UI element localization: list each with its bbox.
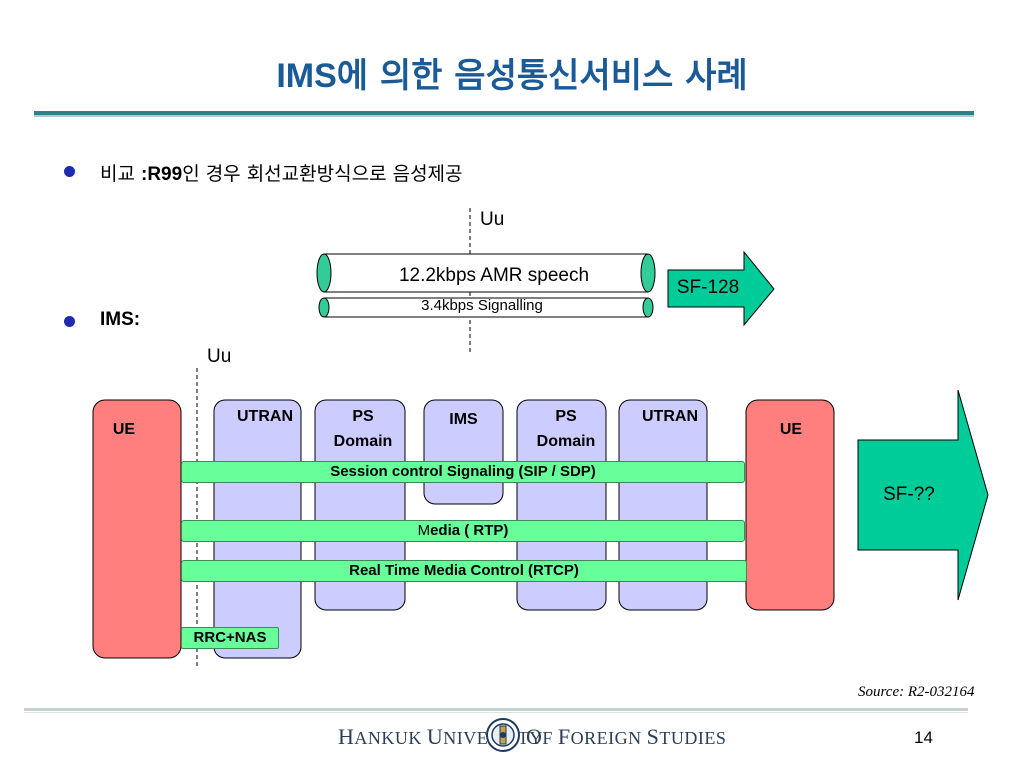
node-ps-domain-right-label: PS Domain xyxy=(517,404,615,454)
node-utran-right-label: UTRAN xyxy=(619,404,721,429)
title-korean: 에 의한 음성통신서비스 사례 xyxy=(336,56,748,96)
node-ps-domain-right-line1: PS xyxy=(555,408,577,425)
bullet-1-suffix: 인 경우 회선교환방식으로 음성제공 xyxy=(182,163,463,185)
bullet-1-text: 비교 :R99인 경우 회선교환방식으로 음성제공 xyxy=(100,159,463,186)
footer-word-ankuk: ANKUK xyxy=(354,728,427,748)
bullet-1-prefix: 비교 xyxy=(100,163,141,185)
node-utran-right-line1: UTRAN xyxy=(642,408,698,425)
node-ims-label: IMS xyxy=(424,407,503,432)
node-utran-right-box xyxy=(618,399,708,611)
title-divider-shadow xyxy=(34,115,974,117)
university-emblem-icon xyxy=(486,718,520,752)
node-ps-domain-left-box xyxy=(314,399,406,611)
title-prefix: IMS xyxy=(276,57,337,95)
footer-cap-f: F xyxy=(557,724,571,749)
bar-media-first: M xyxy=(417,522,431,539)
sf-unknown-arrow xyxy=(857,389,989,601)
footer-cap-o: O xyxy=(526,724,543,749)
r99-uu-label: Uu xyxy=(480,209,505,230)
ue-right-label: UE xyxy=(779,421,803,438)
slide-title: IMS에 의한 음성통신서비스 사례 xyxy=(0,48,1024,97)
bar-rrc-nas: RRC+NAS xyxy=(181,627,279,649)
node-ps-domain-left-line2: Domain xyxy=(333,433,393,450)
footer-cap-u: U xyxy=(426,724,444,749)
node-ps-domain-left-line1: PS xyxy=(352,408,374,425)
bar-session-control-sip: Session control Signaling (SIP / SDP) xyxy=(181,461,745,483)
bar-media-rest: edia ( RTP) xyxy=(430,522,509,539)
sf128-arrow xyxy=(667,250,775,327)
pipe-signalling-label: 3.4kbps Signalling xyxy=(421,297,543,314)
ue-right-box xyxy=(745,399,835,611)
node-ims-line1: IMS xyxy=(449,411,478,428)
pipe-speech-label: 12.2kbps AMR speech xyxy=(398,265,590,286)
footer-word-tudies: TUDIES xyxy=(659,728,727,748)
sf-unknown-label: SF-?? xyxy=(883,484,935,505)
bar-media-rtp: Media ( RTP) xyxy=(181,520,745,542)
bullet-dot-1 xyxy=(64,166,75,177)
node-utran-left-label: UTRAN xyxy=(214,404,316,429)
bullet-dot-2 xyxy=(64,316,75,327)
pipe-speech-right-cap xyxy=(640,253,656,293)
node-ps-domain-left-label: PS Domain xyxy=(315,404,411,454)
bullet-2-text: IMS: xyxy=(100,308,140,331)
footer-word-oreign: OREIGN xyxy=(570,728,647,748)
bullet-1-bold: :R99 xyxy=(141,164,183,185)
node-ps-domain-right-line2: Domain xyxy=(536,433,596,450)
pipe-speech-left-cap xyxy=(316,253,332,293)
bar-rtcp: Real Time Media Control (RTCP) xyxy=(181,560,747,582)
pipe-signalling-right-cap xyxy=(642,297,654,318)
source-citation: Source: R2-032164 xyxy=(858,684,975,700)
sf128-label: SF-128 xyxy=(676,277,740,298)
bullet-2-bold: IMS: xyxy=(100,309,141,330)
title-divider xyxy=(34,111,974,115)
footer-university-name-right: OF FOREIGN STUDIES xyxy=(526,724,726,750)
footer-cap-s: S xyxy=(646,724,660,749)
footer-cap-h: H xyxy=(338,724,355,749)
footer-word-f: F xyxy=(542,728,558,748)
node-ps-domain-right-box xyxy=(516,399,607,611)
page-number: 14 xyxy=(914,728,933,747)
pipe-signalling-left-cap xyxy=(318,297,330,318)
ims-uu-label: Uu xyxy=(207,346,232,367)
node-utran-left-line1: UTRAN xyxy=(237,408,293,425)
footer-divider-light xyxy=(24,712,968,713)
footer-divider xyxy=(24,708,968,711)
ue-left-label: UE xyxy=(112,421,136,438)
